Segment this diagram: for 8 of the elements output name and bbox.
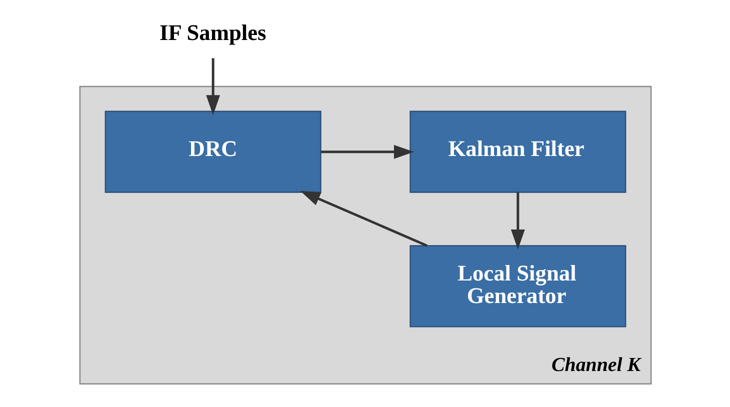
arrow (510, 192, 524, 250)
node-box: Kalman Filter (409, 110, 626, 193)
node-box: Local Signal Generator (409, 245, 626, 328)
node-text: IF Samples (159, 20, 266, 45)
arrow (206, 58, 220, 116)
node-box: DRC (104, 110, 321, 193)
arrow (300, 190, 428, 247)
arrow (320, 144, 414, 159)
